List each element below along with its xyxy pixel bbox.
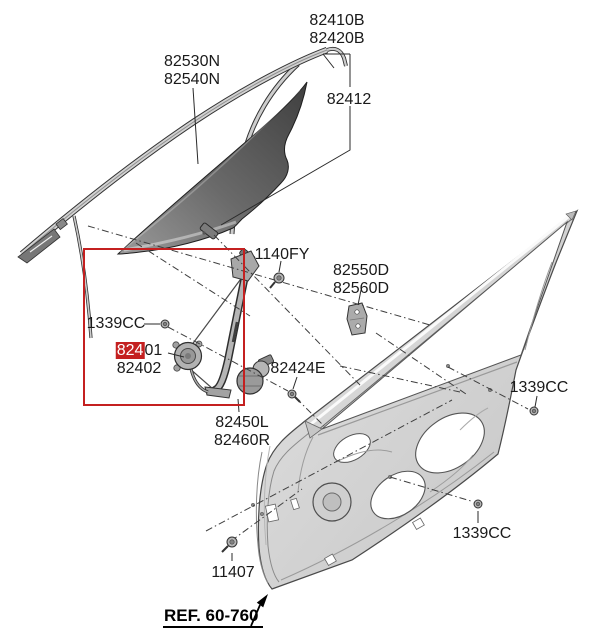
part-number: 82460R	[213, 432, 271, 449]
part-number: 82412	[326, 91, 372, 108]
callout-glass[interactable]: 82410B 82420B	[309, 12, 364, 48]
reference-link[interactable]: REF. 60-760	[163, 606, 263, 628]
door-opening-front	[333, 433, 371, 463]
part-number: 82530N	[163, 53, 221, 70]
part-number: 82420B	[309, 30, 365, 47]
bolt-1339cc-bottom-part	[473, 499, 483, 509]
highlighted-part-segment: 824	[115, 342, 145, 359]
door-glass	[116, 81, 308, 255]
screw-11407-part	[221, 536, 238, 553]
callout-channel-bracket[interactable]: 82550D 82560D	[333, 262, 389, 298]
part-number: 82424E	[270, 360, 326, 377]
callout-regulator[interactable]: 82401 82402	[115, 342, 163, 378]
part-number: 1339CC	[86, 315, 146, 332]
sash-highlight	[310, 212, 573, 426]
callout-screw-1140fy[interactable]: 1140FY	[255, 246, 310, 264]
callout-bolt-1339cc-left[interactable]: 1339CC	[87, 315, 146, 333]
callout-motor[interactable]: 82450L 82460R	[214, 414, 270, 450]
part-number: 11407	[211, 564, 255, 581]
part-number: 1339CC	[452, 525, 512, 542]
part-segment: 01	[144, 342, 163, 359]
callout-bolt-82424e[interactable]: 82424E	[270, 360, 325, 378]
channel-bracket-part	[346, 302, 368, 336]
callout-screw-11407[interactable]: 11407	[211, 564, 254, 582]
part-number: 82410B	[309, 12, 365, 29]
assembly-guide-lines	[87, 225, 529, 542]
part-number-highlighted-line: 82401	[115, 342, 163, 360]
selection-highlight-box	[83, 248, 245, 406]
callout-glass-grip[interactable]: 82412	[327, 91, 372, 109]
fasteners	[160, 272, 539, 553]
part-number: 82540N	[163, 71, 221, 88]
part-number: 1140FY	[254, 246, 310, 263]
part-number: 82450L	[215, 414, 269, 431]
leader-lines	[144, 53, 538, 561]
callout-bolt-1339cc-right[interactable]: 1339CC	[510, 379, 569, 397]
callout-run-channel[interactable]: 82530N 82540N	[164, 53, 220, 89]
part-number: 82402	[116, 360, 162, 377]
ref-arrow	[250, 594, 268, 627]
door-opening-center	[370, 470, 426, 520]
part-number: 1339CC	[509, 379, 569, 396]
window-aperture	[321, 220, 569, 430]
screw-1140fy-part	[269, 272, 285, 289]
callout-bolt-1339cc-bottom[interactable]: 1339CC	[453, 525, 512, 543]
part-number: 82550D	[332, 262, 390, 279]
door-panel	[250, 209, 579, 590]
bolt-1339cc-right-part	[529, 406, 539, 416]
door-opening-rear	[415, 412, 485, 474]
part-number: 82560D	[332, 280, 390, 297]
bolt-1339cc-left-part	[160, 319, 170, 329]
bolt-82424e-part	[287, 389, 301, 403]
